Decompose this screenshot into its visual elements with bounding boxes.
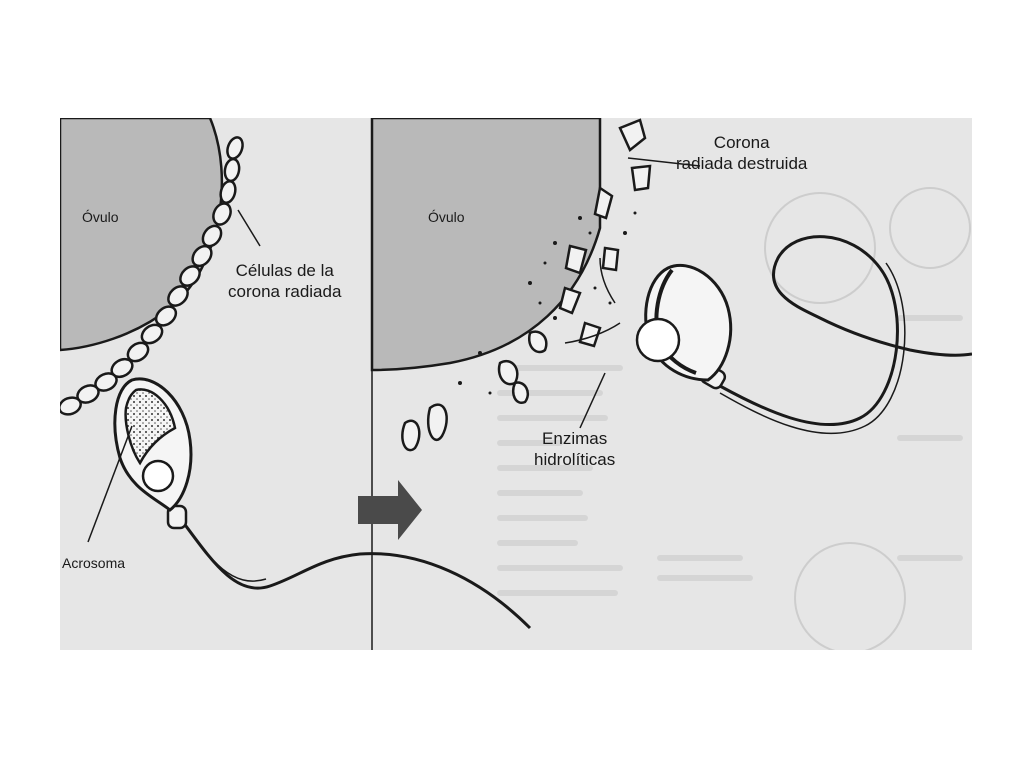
enzyme-arrows [564, 257, 621, 344]
acrosoma-leader-line [87, 425, 133, 543]
corona-destruida-label: Corona radiada destruida [676, 132, 807, 174]
ovum-left [60, 118, 224, 352]
transition-arrow [358, 480, 422, 540]
acrosome [124, 388, 177, 466]
sperm-right [635, 235, 972, 435]
corona-destruida-label-line-1: Corona [713, 133, 770, 152]
enzyme-particles [458, 211, 637, 395]
celulas-label-line-2: corona radiada [228, 282, 342, 301]
enzimas-label-line-2: hidrolíticas [534, 450, 616, 469]
corona-radiata-cells [60, 136, 244, 416]
acrosoma-label: Acrosoma [62, 555, 126, 571]
background-print-texture [497, 315, 963, 596]
sperm-fertilization-figure: Óvulo Óvulo Células de la corona radiada… [60, 118, 972, 650]
sperm-left-tail [178, 517, 532, 630]
background-circles [764, 187, 971, 650]
corona-destruida-label-line-2: radiada destruida [676, 154, 808, 173]
sperm-right-nucleus [635, 317, 681, 363]
ovulo-left-label: Óvulo [82, 209, 119, 225]
celulas-label-line-1: Células de la [235, 261, 334, 280]
sperm-left-midpiece [166, 504, 188, 530]
corona-destruida-leader-line [627, 157, 701, 167]
enzimas-leader-line [579, 372, 606, 429]
ovum-middle [370, 118, 602, 372]
right-arrow-icon [358, 480, 422, 540]
destroyed-corona-fragments [401, 118, 652, 452]
sperm-left [113, 377, 532, 630]
enzimas-label: Enzimas hidrolíticas [534, 428, 615, 470]
sperm-right-tail [719, 235, 972, 427]
celulas-leader-line [237, 209, 261, 247]
sperm-left-nucleus [141, 459, 175, 493]
diagram-canvas [60, 118, 972, 650]
enzimas-label-line-1: Enzimas [542, 429, 608, 448]
ovulo-middle-label: Óvulo [428, 209, 465, 225]
celulas-label: Células de la corona radiada [228, 260, 341, 302]
